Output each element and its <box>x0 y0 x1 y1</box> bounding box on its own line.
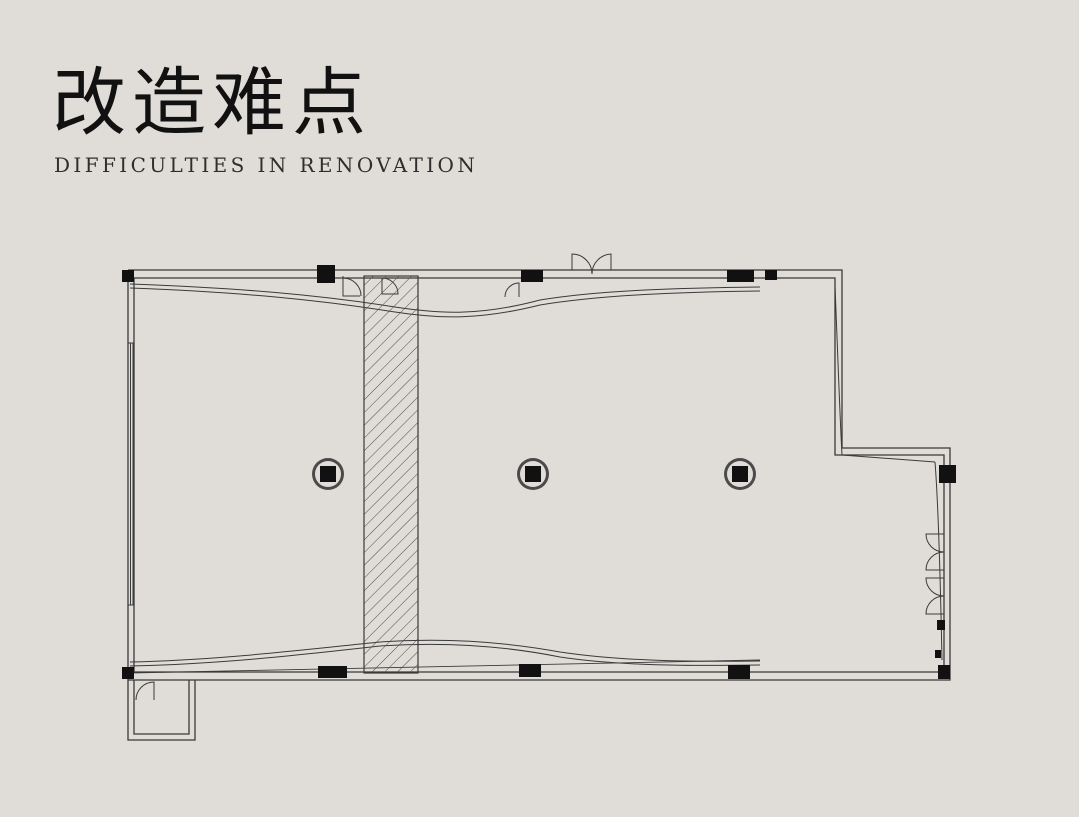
door-top-small <box>342 276 520 298</box>
round-columns <box>312 458 756 490</box>
column-square <box>317 265 335 283</box>
column-round <box>517 458 549 490</box>
column-square <box>935 650 941 658</box>
column-square <box>727 270 754 282</box>
column-square <box>937 620 945 630</box>
left-window-strip <box>127 342 134 606</box>
page-subtitle: DIFFICULTIES IN RENOVATION <box>54 153 479 177</box>
curved-inner-walls <box>129 283 943 667</box>
column-square <box>318 666 347 678</box>
doors <box>135 253 945 701</box>
column-square <box>519 664 541 677</box>
column-round <box>724 458 756 490</box>
square-columns <box>122 265 956 679</box>
column-square <box>728 665 750 679</box>
door-bottom-left <box>135 681 155 701</box>
column-round <box>312 458 344 490</box>
column-square <box>765 270 777 280</box>
column-square <box>122 270 134 282</box>
column-square <box>122 667 134 679</box>
column-square <box>938 665 950 679</box>
column-square <box>939 465 956 483</box>
hatched-band <box>363 275 419 674</box>
door-top-double <box>571 253 612 275</box>
page-title: 改造难点 <box>52 60 372 146</box>
column-square <box>521 270 543 282</box>
door-right-double <box>925 533 945 615</box>
